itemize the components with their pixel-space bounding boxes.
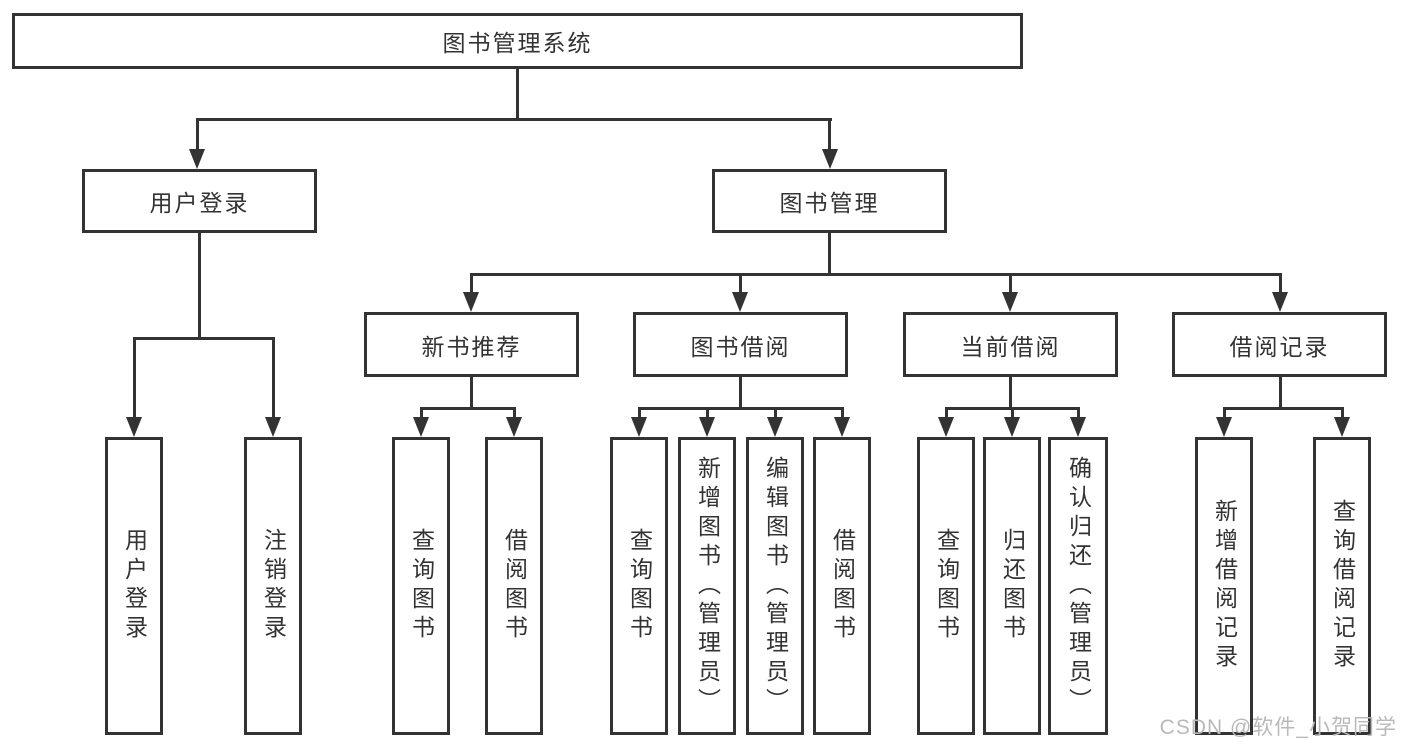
node-borrow-records: 借阅记录: [1172, 312, 1387, 377]
connector-shaft: [1222, 407, 1226, 420]
connector-shaft: [944, 407, 948, 420]
connector-shaft: [1076, 407, 1080, 420]
connector-shaft: [840, 407, 844, 420]
node-book-management: 图书管理: [712, 169, 947, 233]
connector-shaft: [469, 273, 473, 295]
leaf-logout: 注销登录: [244, 437, 302, 735]
connector-bus: [637, 407, 844, 410]
connector-stem: [738, 377, 742, 407]
leaf-add-borrow-record: 新增借阅记录: [1195, 437, 1253, 735]
arrowhead-down: [822, 149, 838, 169]
arrowhead-down: [767, 417, 783, 437]
connector-bus: [469, 273, 1282, 276]
arrowhead-down: [1070, 417, 1086, 437]
leaf-edit-book-admin: 编辑图书（管理员）: [746, 437, 804, 735]
connector-stem: [828, 233, 831, 273]
arrowhead-down: [506, 417, 522, 437]
connector-shaft: [1340, 407, 1344, 420]
connector-shaft: [828, 118, 831, 152]
arrowhead-down: [1216, 417, 1232, 437]
node-book-borrow: 图书借阅: [633, 312, 848, 377]
leaf-return-book: 归还图书: [983, 437, 1041, 735]
arrowhead-down: [938, 417, 954, 437]
connector-shaft: [419, 407, 423, 420]
arrowhead-down: [1334, 417, 1350, 437]
arrowhead-down: [189, 149, 205, 169]
connector-bus: [132, 337, 274, 340]
connector-shaft: [195, 118, 199, 152]
leaf-query-books-3: 查询图书: [917, 437, 975, 735]
connector-shaft: [773, 407, 777, 420]
node-user-login: 用户登录: [82, 169, 317, 233]
arrowhead-down: [1004, 417, 1020, 437]
connector-shaft: [512, 407, 516, 420]
connector-stem: [1008, 377, 1012, 407]
connector-root-stem: [516, 69, 519, 118]
node-root: 图书管理系统: [12, 13, 1023, 69]
leaf-add-book-admin: 新增图书（管理员）: [678, 437, 736, 735]
connector-shaft: [1010, 407, 1014, 420]
connector-shaft: [705, 407, 709, 420]
arrowhead-down: [126, 417, 142, 437]
arrowhead-down: [413, 417, 429, 437]
leaf-borrow-books-2: 借阅图书: [813, 437, 871, 735]
arrowhead-down: [463, 292, 479, 312]
connector-stem: [1278, 377, 1282, 407]
connector-shaft: [738, 273, 742, 295]
connector-shaft: [1008, 273, 1012, 295]
arrowhead-down: [265, 417, 281, 437]
connector-root-bus: [195, 118, 832, 121]
leaf-borrow-books-1: 借阅图书: [485, 437, 543, 735]
arrowhead-down: [699, 417, 715, 437]
connector-stem: [469, 377, 473, 407]
leaf-query-books-2: 查询图书: [610, 437, 668, 735]
connector-shaft: [132, 337, 136, 419]
leaf-confirm-return-admin: 确认归还（管理员）: [1048, 437, 1108, 735]
connector-shaft: [637, 407, 641, 420]
csdn-watermark: CSDN @软件_小贺同学: [1159, 716, 1397, 739]
arrowhead-down: [732, 292, 748, 312]
connector-shaft: [271, 337, 275, 419]
arrowhead-down: [1272, 292, 1288, 312]
connector-bus: [419, 407, 515, 410]
connector-bus: [1222, 407, 1344, 410]
connector-shaft: [1278, 273, 1282, 295]
leaf-user-login: 用户登录: [105, 437, 163, 735]
connector-stem: [197, 233, 201, 337]
node-current-borrow: 当前借阅: [903, 312, 1118, 377]
arrowhead-down: [834, 417, 850, 437]
arrowhead-down: [1002, 292, 1018, 312]
node-new-book-recommend: 新书推荐: [364, 312, 579, 377]
leaf-query-borrow-record: 查询借阅记录: [1313, 437, 1371, 735]
leaf-query-books-1: 查询图书: [392, 437, 450, 735]
arrowhead-down: [631, 417, 647, 437]
